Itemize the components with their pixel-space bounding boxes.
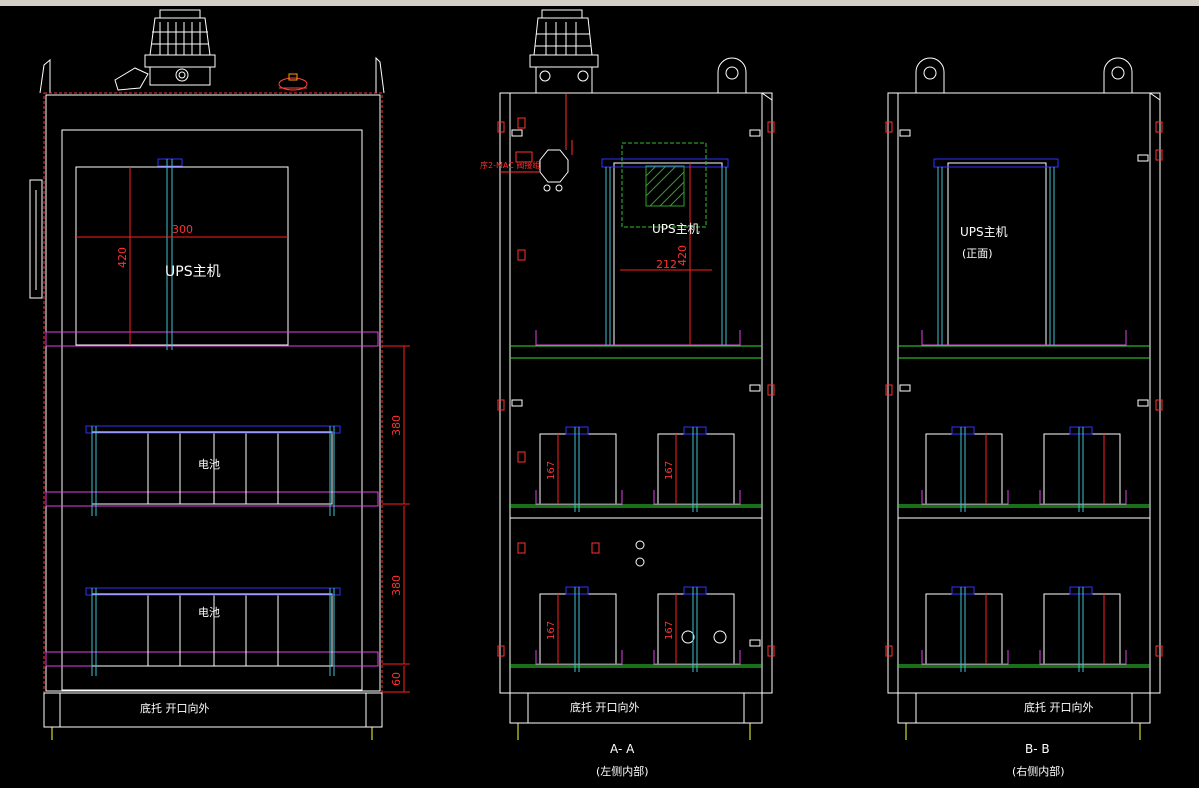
section-a-dim-batt-4: 167 bbox=[664, 621, 675, 640]
front-base-label: 底托 开口向外 bbox=[140, 701, 210, 715]
window-top-strip bbox=[0, 0, 1199, 6]
section-a-caption: A- A bbox=[610, 742, 635, 756]
front-dim-width: 300 bbox=[172, 223, 193, 236]
section-a-dim-height: 420 bbox=[676, 245, 689, 266]
front-dimensions bbox=[76, 167, 410, 693]
front-ups-bracket bbox=[157, 158, 183, 350]
front-battery-group-2 bbox=[85, 587, 341, 676]
section-b-subcaption: (右侧内部) bbox=[1012, 764, 1065, 778]
section-a-dimensions bbox=[557, 163, 712, 664]
section-a-dim-batt-1: 167 bbox=[546, 461, 557, 480]
section-a-lamp-icon bbox=[529, 9, 599, 94]
section-b-caption: B- B bbox=[1025, 742, 1050, 756]
front-battery-group-1 bbox=[85, 425, 341, 516]
section-b-ups-sublabel: (正面) bbox=[962, 247, 993, 260]
section-a-dim-width: 212 bbox=[656, 258, 677, 271]
section-a-battery-brackets bbox=[565, 426, 707, 672]
breather-valve-icon bbox=[278, 73, 308, 91]
section-a-base-label: 底托 开口向外 bbox=[570, 700, 640, 714]
section-a-dim-batt-2: 167 bbox=[664, 461, 675, 480]
front-dim-right-1: 380 bbox=[390, 415, 403, 436]
front-dim-right-3: 60 bbox=[390, 672, 403, 686]
section-a-ups-label: UPS主机 bbox=[652, 222, 700, 236]
section-b-view bbox=[887, 57, 1161, 740]
section-b-tags bbox=[885, 121, 1163, 657]
section-a-shelves bbox=[510, 330, 762, 668]
section-b-dimensions bbox=[985, 434, 1105, 664]
section-b-ups-label: UPS主机 bbox=[960, 225, 1008, 239]
front-dim-height: 420 bbox=[116, 247, 129, 268]
explosion-proof-lamp-icon bbox=[114, 9, 216, 91]
section-a-ups-bracket bbox=[601, 142, 729, 345]
front-battery-label-2: 电池 bbox=[198, 606, 220, 619]
valve-group-icon bbox=[500, 94, 573, 192]
section-a-view bbox=[499, 9, 773, 740]
section-a-annotation: 序2-MAC 阀接组 bbox=[480, 160, 540, 170]
section-b-base-label: 底托 开口向外 bbox=[1024, 700, 1094, 714]
section-b-brackets bbox=[933, 158, 1093, 672]
section-a-tags bbox=[497, 117, 775, 657]
section-a-subcaption: (左侧内部) bbox=[596, 764, 649, 778]
section-b-shelves bbox=[898, 330, 1150, 668]
front-battery-label-1: 电池 bbox=[198, 458, 220, 471]
section-a-dim-batt-3: 167 bbox=[546, 621, 557, 640]
front-ups-label: UPS主机 bbox=[165, 264, 221, 280]
front-view bbox=[29, 9, 385, 740]
front-dim-right-2: 380 bbox=[390, 575, 403, 596]
